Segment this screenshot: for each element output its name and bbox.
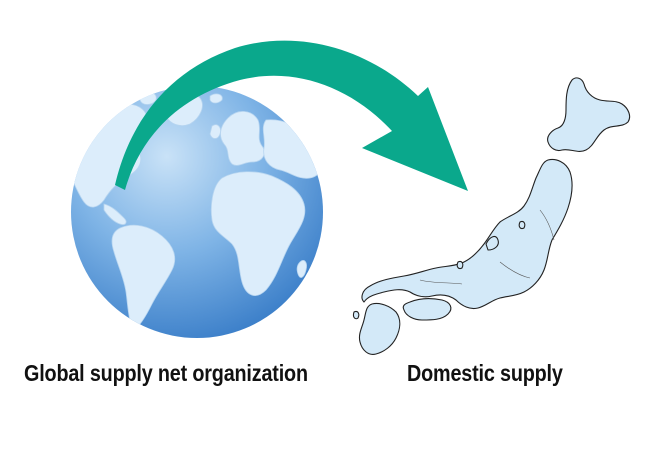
japan-inner-line (419, 209, 555, 285)
earth-globe-icon (71, 86, 323, 338)
japan-honshu (361, 158, 573, 310)
japan-noto (485, 235, 499, 251)
continent-south-america (111, 224, 176, 331)
label-domestic-supply: Domestic supply (407, 360, 563, 386)
arrow-shaft (115, 40, 468, 191)
continent-africa (210, 171, 306, 296)
central-america (103, 203, 127, 225)
label-global-supply: Global supply net organization (24, 360, 308, 386)
japan-islands (352, 220, 526, 320)
japan-map-icon (352, 77, 631, 355)
continent-europe (220, 111, 265, 166)
japan-shikoku (402, 298, 452, 321)
japan-hokkaido (547, 77, 631, 152)
curved-arrow-icon (115, 40, 468, 191)
island-madagascar (296, 260, 307, 278)
japan-kyushu (358, 302, 401, 355)
continent-uk (209, 124, 221, 139)
